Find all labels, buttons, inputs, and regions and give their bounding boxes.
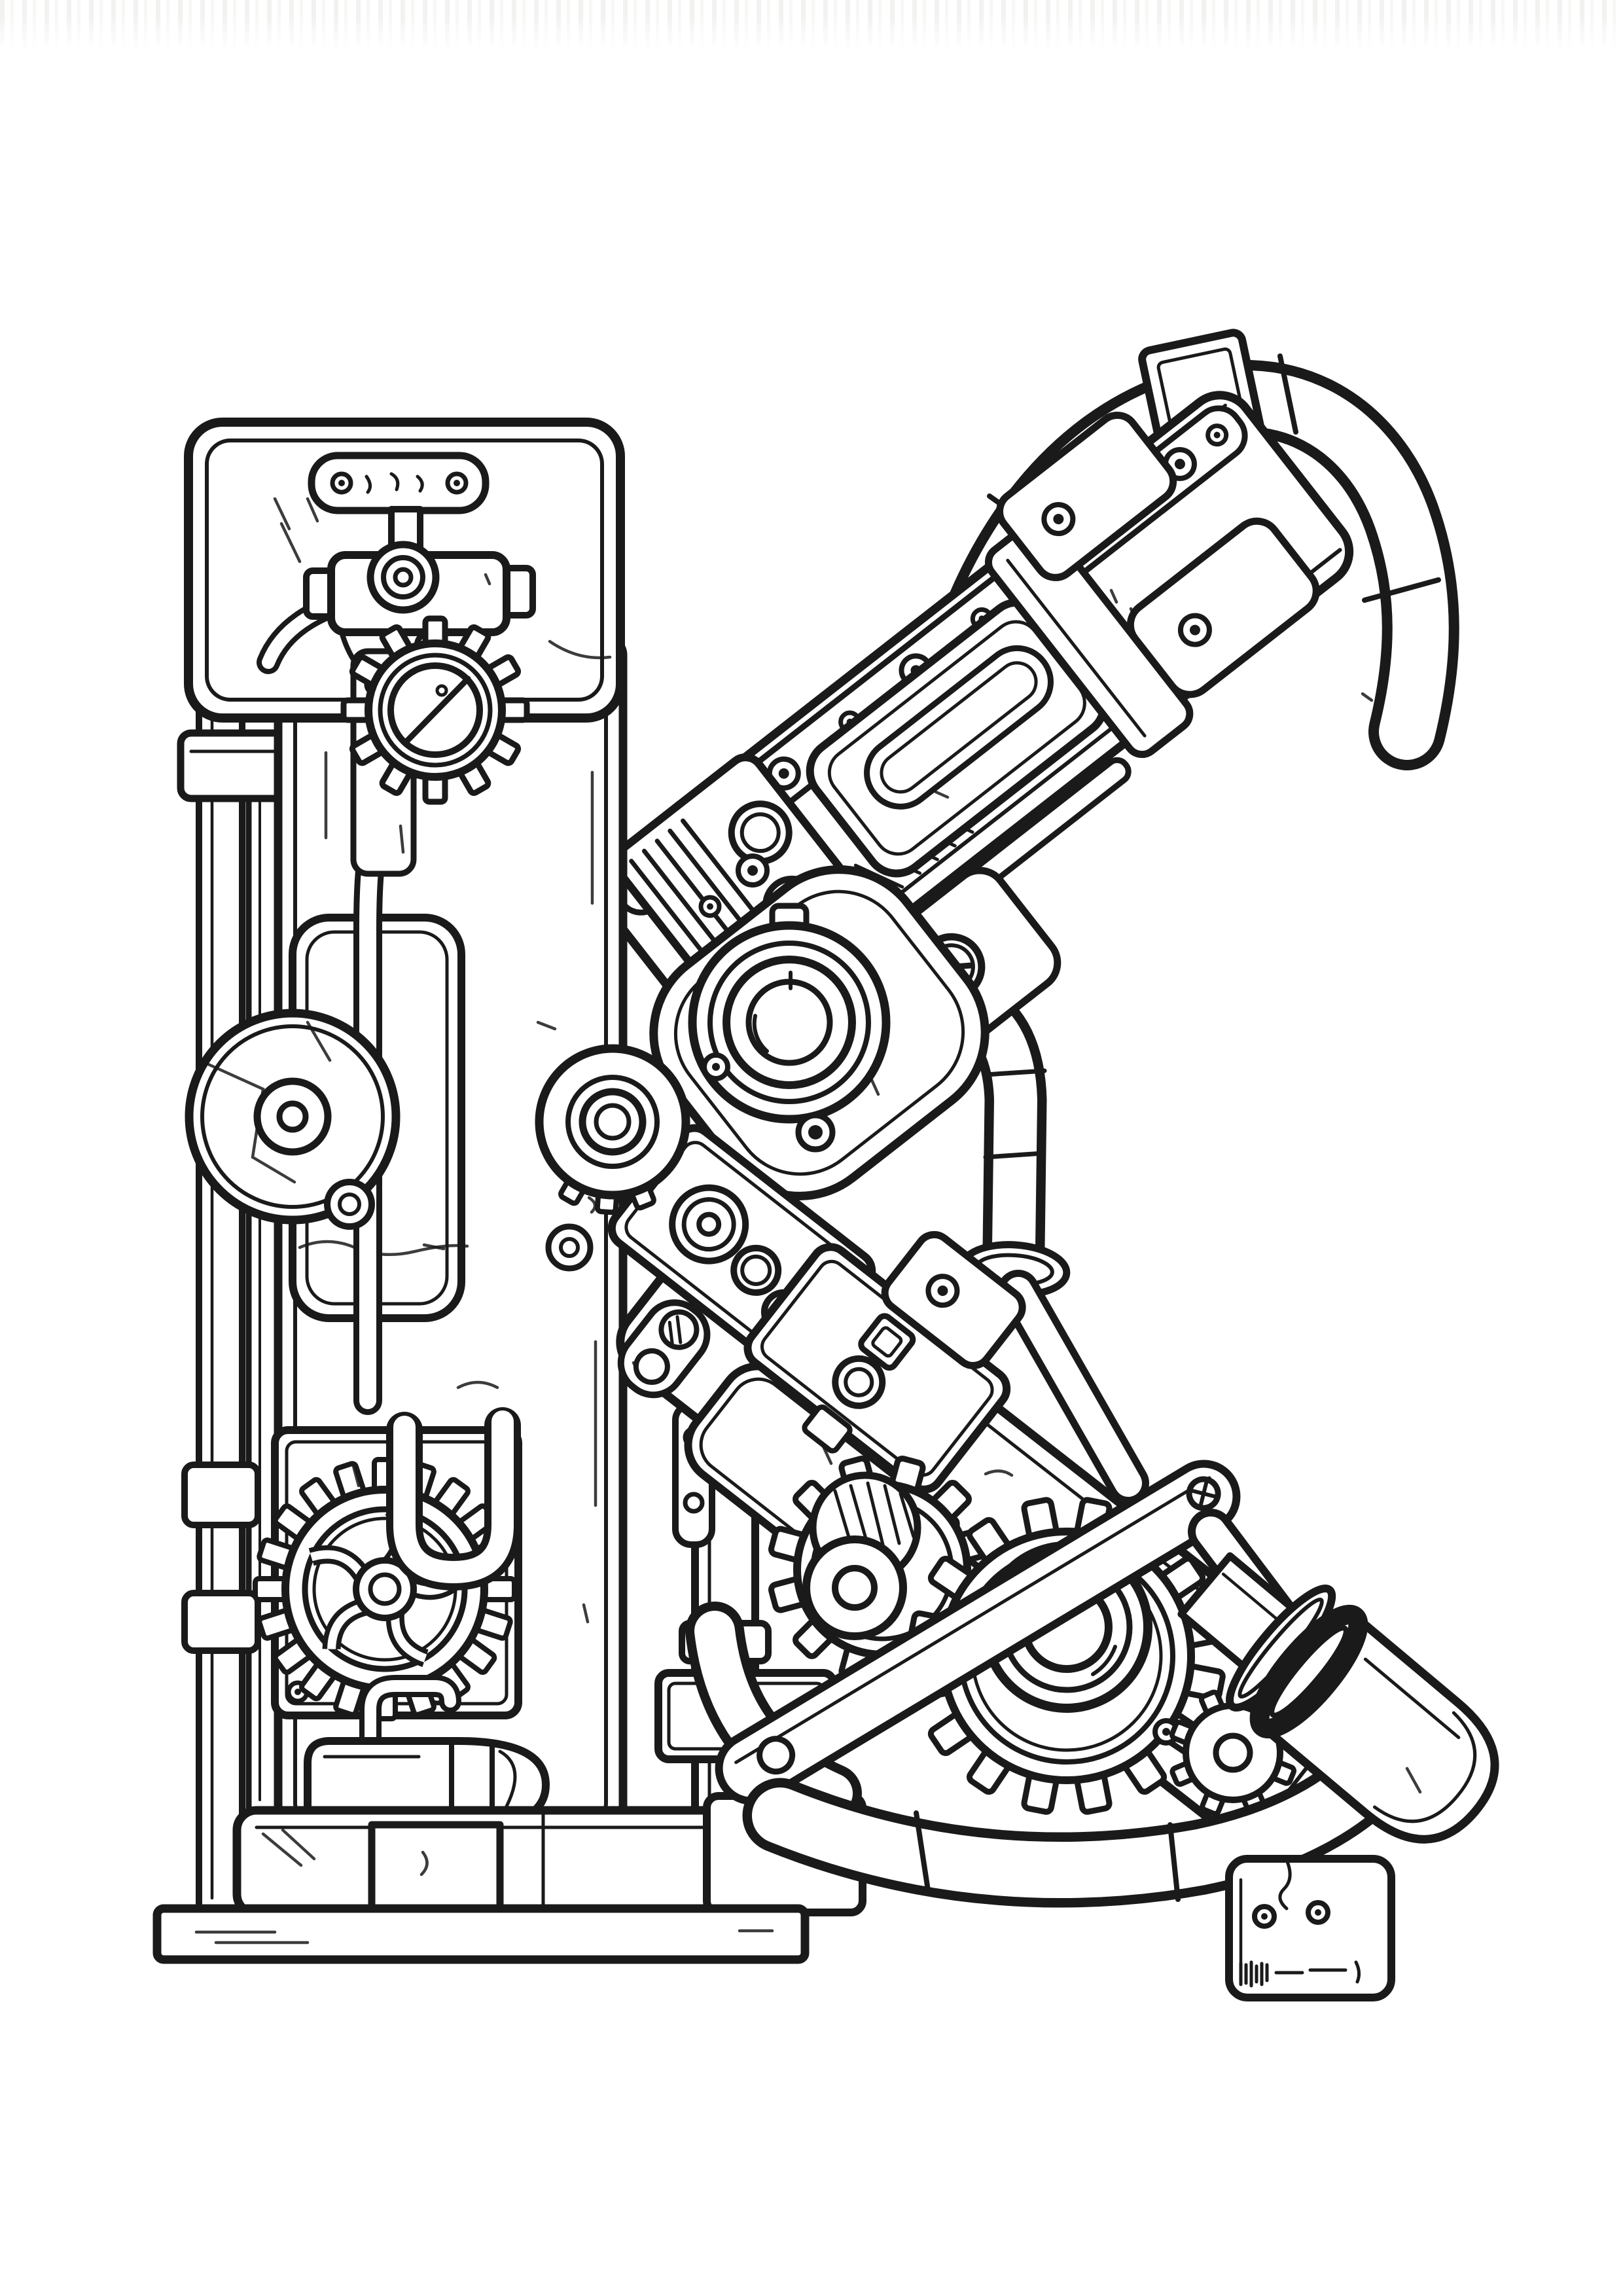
round-button: [832, 1355, 886, 1409]
scan-noise-band: [0, 0, 1623, 51]
base: [152, 1792, 866, 1964]
arm-end-plate-lower: [1126, 517, 1320, 698]
floor-plate: [152, 1904, 810, 1964]
blob-rivet: [738, 856, 767, 885]
small-ring: [545, 1223, 594, 1272]
flywheel-disc: [185, 1009, 401, 1230]
disc-lug: [324, 1179, 375, 1230]
pressure-dial-gear: [344, 619, 527, 802]
small-plate: [802, 1404, 853, 1454]
clevis-shackle: [617, 1299, 711, 1399]
u-hook-pipe: [386, 1407, 521, 1591]
pipe-joint-line: [914, 1810, 931, 1893]
vent-plate: [806, 598, 1108, 878]
square-button: [858, 1313, 916, 1371]
patina-marks: [273, 497, 1422, 1794]
pipe-joint-line: [1168, 1822, 1181, 1902]
knurled-hub-knob: [535, 1044, 690, 1215]
base-pedestal: [368, 1821, 504, 1918]
clamp-bolt: [366, 541, 440, 614]
dial-needle: [403, 675, 471, 745]
plate-hatch-marks: [1239, 1960, 1361, 1988]
blob-rivet: [701, 897, 719, 916]
pipe-joint-line: [1362, 577, 1441, 603]
riveted-name-bar: [308, 452, 490, 514]
blob-rivet: [702, 1052, 836, 1153]
riveted-nameplate: [1225, 1855, 1395, 2001]
strap-hole: [757, 1736, 796, 1775]
bottom-pipe-run: [742, 1723, 1421, 1908]
pulley-disc: [802, 1535, 907, 1640]
round-knob: [730, 1244, 782, 1296]
junction-assembly: [587, 834, 990, 1218]
leg-edge-bracket: [881, 1230, 1026, 1369]
arm-end-plate-upper: [996, 411, 1177, 581]
valve-clamp: [303, 506, 536, 700]
plate-crack: [1278, 1858, 1292, 1910]
stem-assembly: [152, 418, 866, 1964]
button-panel-2: [743, 1243, 1011, 1494]
cross-strap: [715, 1460, 1241, 1805]
bearing-dial: [688, 903, 891, 1124]
pipe-collar: [181, 1590, 261, 1654]
pipe-collar: [181, 1462, 261, 1528]
exhaust-tube: [1177, 1552, 1499, 1844]
exhaust-mouth-rim: [1249, 1604, 1368, 1739]
pipe-joint-line: [1277, 353, 1298, 435]
pipe-joint-line: [983, 1068, 1047, 1077]
pipe-joint-line: [983, 1151, 1046, 1160]
